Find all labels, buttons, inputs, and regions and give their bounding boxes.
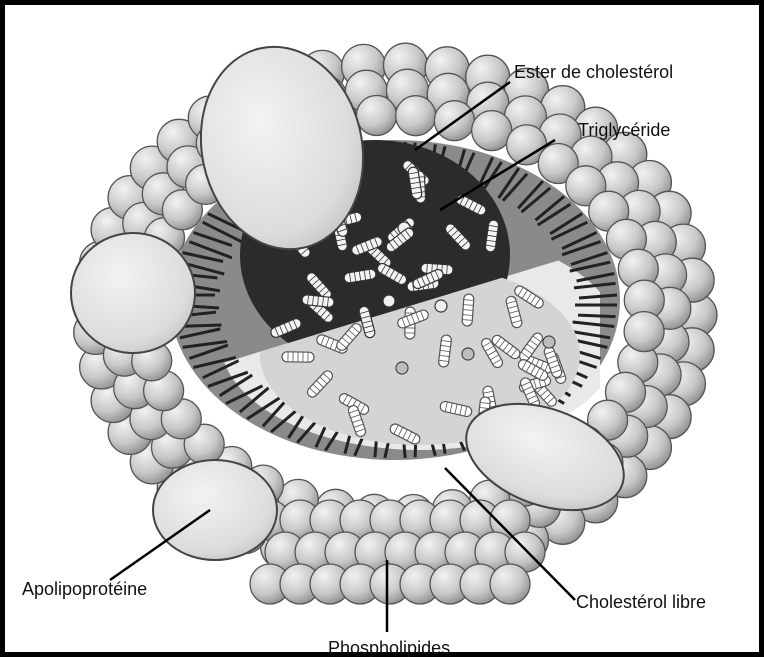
cholesterol-ester-molecule: [435, 300, 447, 312]
phospholipid-head: [472, 111, 512, 151]
apolipoprotein-left: [71, 233, 195, 353]
triglyceride-molecule: [282, 352, 314, 363]
triglyceride-molecule: [462, 294, 474, 327]
label-triglyceride: Triglycéride: [578, 120, 670, 140]
cholesterol-ester-molecule: [396, 362, 408, 374]
phospholipid-head: [357, 96, 397, 136]
phospholipid-head: [396, 96, 436, 136]
label-ester-de-cholesterol: Ester de cholestérol: [514, 62, 673, 82]
apolipoprotein-bottom-left: [153, 460, 277, 560]
cholesterol-ester-molecule: [462, 348, 474, 360]
phospholipid-head: [490, 564, 530, 604]
label-apolipoproteine: Apolipoprotéine: [22, 579, 147, 599]
cholesterol-ester-molecule: [543, 336, 555, 348]
cholesterol-ester-molecule: [383, 295, 395, 307]
label-phospholipides: Phospholipides: [328, 638, 450, 657]
phospholipid-head: [624, 312, 664, 352]
fatty-acid-tail: [578, 315, 616, 317]
label-cholesterol-libre: Cholestérol libre: [576, 592, 706, 612]
